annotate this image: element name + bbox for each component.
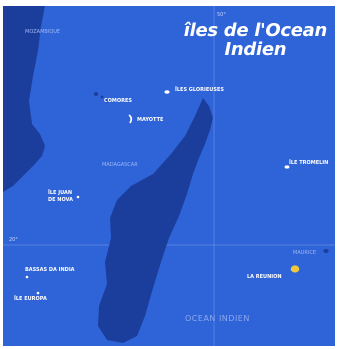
comores-island-1 [94, 92, 98, 96]
map-title-line-1: îles de l'Ocean [183, 20, 328, 41]
reunion-island [290, 265, 300, 273]
label-juan-de-nova-line-2: DE NOVA [48, 197, 74, 203]
comores-island-3 [105, 99, 109, 103]
map-title: îles de l'Ocean Indien [183, 20, 328, 60]
label-bassas-da-india: BASSAS DA INDIA [25, 267, 75, 273]
label-reunion: LA REUNION [247, 274, 282, 280]
label-comores: COMORES [104, 98, 133, 104]
label-tromelin: ÎLE TROMELIN [289, 160, 329, 166]
map-canvas [3, 6, 335, 346]
label-maurice: MAURICE [293, 250, 316, 256]
label-mozambique: MOZAMBIQUE [25, 29, 61, 35]
maurice-island [323, 249, 329, 253]
juan-de-nova-island [76, 195, 80, 199]
europa-island [36, 291, 40, 295]
label-mayotte: MAYOTTE [137, 117, 164, 123]
comores-island-2 [100, 95, 104, 99]
longitude-label: 50° [217, 12, 226, 18]
label-europa: ÎLE EUROPA [14, 296, 47, 302]
ocean-label: OCEAN INDIEN [185, 314, 250, 323]
madagascar-island [98, 98, 213, 343]
map-title-line-2: Indien [224, 39, 287, 60]
tromelin-island [284, 165, 290, 169]
bassas-da-india-island [25, 275, 29, 279]
label-madagascar: MADAGASCAR [102, 162, 138, 168]
mayotte-island [128, 114, 133, 124]
label-juan-de-nova-line-1: ÎLE JUAN [48, 190, 73, 196]
glorieuses-island [164, 90, 170, 94]
latitude-label: 20° [9, 237, 18, 243]
label-glorieuses: ÎLES GLORIEUSES [175, 87, 224, 93]
africa-landmass [3, 6, 45, 192]
map-frame: îles de l'Ocean Indien 50° 20° MOZAMBIQU… [3, 6, 335, 346]
